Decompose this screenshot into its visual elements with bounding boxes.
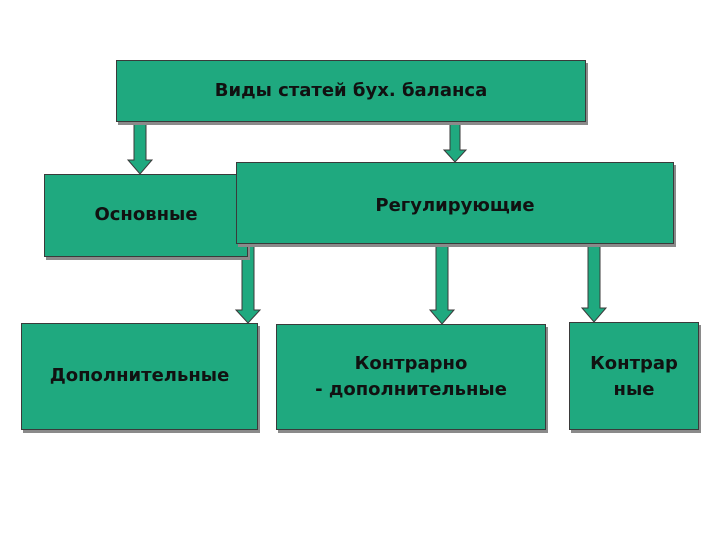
root-label: Виды статей бух. баланса	[214, 79, 488, 101]
arrow-regulating-to-additional	[234, 243, 262, 324]
arrow-root-to-regulating	[442, 121, 468, 163]
arrow-regulating-to-contra-additional	[428, 243, 456, 325]
contra-additional-node: Контрарно - дополнительные	[276, 324, 546, 430]
contra-label: Контрар ные	[590, 353, 678, 401]
main-node: Основные	[44, 174, 248, 257]
regulating-node: Регулирующие	[236, 162, 674, 244]
arrow-root-to-main	[126, 121, 154, 175]
root-node: Виды статей бух. баланса	[116, 60, 586, 122]
additional-label: Дополнительные	[49, 365, 230, 387]
contra-node: Контрар ные	[569, 322, 699, 430]
contra-additional-label: Контрарно - дополнительные	[315, 352, 507, 400]
additional-node: Дополнительные	[21, 323, 258, 430]
regulating-label: Регулирующие	[375, 195, 535, 216]
main-label: Основные	[94, 204, 198, 226]
arrow-regulating-to-contra	[580, 243, 608, 323]
